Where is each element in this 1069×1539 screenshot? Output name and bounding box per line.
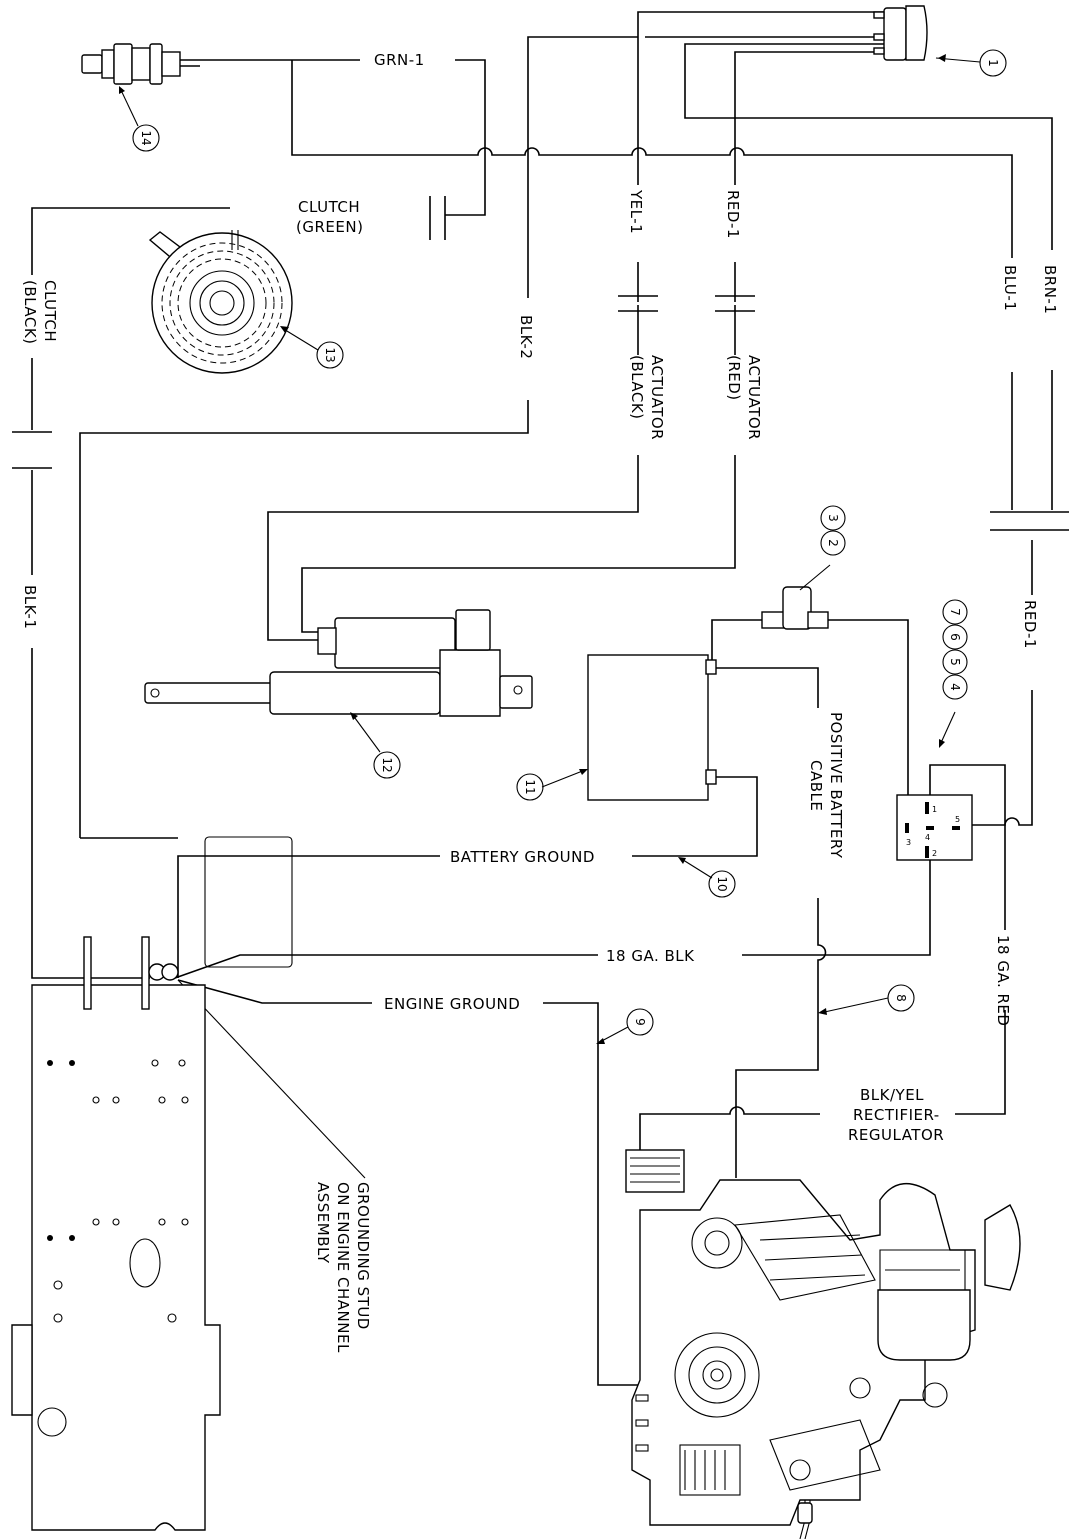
svg-text:2: 2 [826,539,840,547]
wire-red-1-relay [958,540,1033,826]
callout-9: 9 [626,1008,654,1036]
relay-pin-3: 3 [906,838,911,847]
callout-13: 13 [316,341,344,369]
engine-channel [11,836,293,1531]
svg-text:7: 7 [948,608,962,616]
callout-5: 5 [942,649,968,675]
label-blk-2: BLK-2 [517,315,535,359]
callouts: 1 14 13 3 2 7 6 5 [132,49,1007,1036]
callout-6: 6 [942,624,968,650]
fuse-holder [761,564,831,630]
battery [541,654,717,801]
wires [31,11,1053,1386]
electric-clutch [148,230,319,374]
leaders [596,857,889,1044]
svg-text:12: 12 [380,757,394,772]
label-18ga-blk: 18 GA. BLK [606,947,695,965]
key-switch [873,5,981,63]
callout-3: 3 [820,505,846,531]
svg-text:9: 9 [633,1018,647,1026]
linear-actuator [144,609,533,753]
label-clutch-green-2: (GREEN) [296,218,363,236]
label-grn-1: GRN-1 [374,51,425,69]
wire-engine-ground [177,979,640,1386]
label-clutch-black-1: CLUTCH [41,280,59,342]
relay: 1 2 3 4 5 [896,711,973,861]
wire-18ga-blk [174,855,931,979]
label-engine-ground: ENGINE GROUND [384,995,520,1013]
label-battery-ground: BATTERY GROUND [450,848,595,866]
svg-text:1: 1 [986,59,1000,67]
wire-pos-cable [716,667,827,1178]
relay-pin-4: 4 [925,833,930,842]
svg-text:8: 8 [894,994,908,1002]
wire-brn-1 [684,43,1053,510]
relay-pin-5: 5 [955,815,960,824]
engine [631,1179,1021,1539]
callout-1: 1 [979,49,1007,77]
label-rectifier-2: REGULATOR [848,1126,944,1144]
wire-battery-pos [711,619,909,832]
svg-text:14: 14 [139,130,153,145]
svg-text:3: 3 [826,514,840,522]
label-red-1-top: RED-1 [724,190,742,239]
rectifier-regulator [625,1149,685,1193]
label-grounding-3: ASSEMBLY [314,1182,332,1264]
callout-2: 2 [820,530,846,556]
svg-text:6: 6 [948,633,962,641]
label-actuator-black-2: (BLACK) [628,355,646,420]
labels: GRN-1 CLUTCH (GREEN) YEL-1 RED-1 BLU-1 B… [21,51,1059,1353]
svg-text:5: 5 [948,658,962,666]
callout-11: 11 [516,773,544,801]
label-clutch-black-2: (BLACK) [21,280,39,345]
label-clutch-green-1: CLUTCH [298,198,360,216]
callout-14: 14 [132,124,160,152]
callout-7: 7 [942,599,968,625]
callout-10: 10 [708,870,736,898]
svg-text:11: 11 [523,779,537,794]
label-yel-1: YEL-1 [627,189,645,234]
label-actuator-black-1: ACTUATOR [648,355,666,440]
label-positive-cable-2: CABLE [807,760,825,811]
wire-blk-2 [79,36,638,839]
callout-12: 12 [373,751,401,779]
connectors [12,196,1069,531]
wire-rectifier [639,1106,820,1150]
label-rectifier-1: RECTIFIER- [853,1106,940,1124]
relay-pin-2: 2 [932,849,937,858]
leader-grounding [177,979,366,1179]
svg-text:13: 13 [323,347,337,362]
wire-red-1 [301,51,885,633]
callout-4: 4 [942,674,968,700]
label-brn-1: BRN-1 [1041,265,1059,314]
label-actuator-red-1: ACTUATOR [745,355,763,440]
label-blk-1: BLK-1 [21,585,39,629]
wire-blu-1 [291,60,1013,510]
label-grounding-1: GROUNDING STUD [354,1182,372,1330]
wire-blk-1 [31,207,230,979]
label-blk-yel: BLK/YEL [860,1086,924,1104]
label-18ga-red: 18 GA. RED [994,935,1012,1026]
svg-text:4: 4 [948,683,962,691]
wire-grn-1 [180,59,486,216]
seat-switch [81,43,181,127]
label-red-1-right: RED-1 [1021,600,1039,649]
svg-text:10: 10 [715,876,729,891]
wire-yel-1 [267,11,885,641]
label-blu-1: BLU-1 [1001,265,1019,311]
relay-pin-1: 1 [932,805,937,814]
wire-battery-ground [177,776,758,978]
wire-relay-red [929,764,1006,1115]
label-actuator-red-2: (RED) [725,355,743,401]
label-grounding-2: ON ENGINE CHANNEL [334,1182,352,1353]
callout-8: 8 [887,984,915,1012]
label-positive-cable-1: POSITIVE BATTERY [827,712,845,859]
